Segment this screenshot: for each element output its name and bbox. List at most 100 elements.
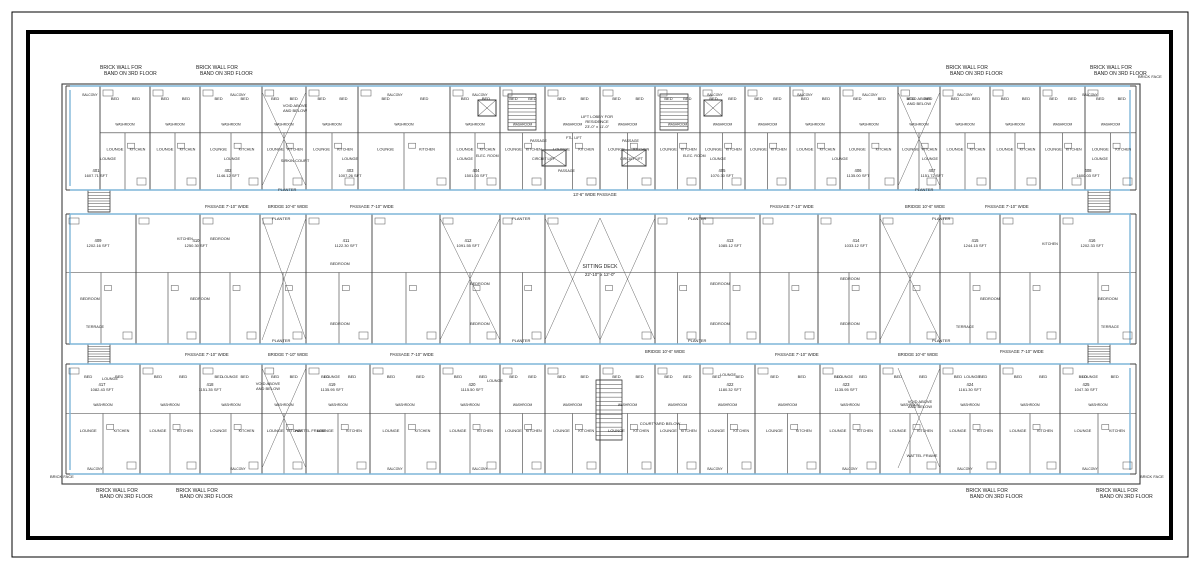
room-label: KITCHEN (1037, 429, 1053, 433)
svg-text:RESIDENCE: RESIDENCE (585, 119, 609, 124)
fixture (686, 461, 697, 470)
fixture (342, 285, 350, 291)
fixture (285, 424, 294, 430)
room-label: WASHROOM (713, 123, 733, 127)
room-label: BED (271, 96, 279, 101)
lift-cross (621, 149, 647, 167)
room-label: BED (683, 374, 691, 379)
svg-text:BRICK WALL FOR: BRICK WALL FOR (100, 65, 142, 71)
svg-text:PLANTER: PLANTER (512, 216, 531, 221)
note-top-left-2: BRICK WALL FOR BAND ON 3RD FLOOR (196, 65, 253, 77)
room-label: LOUNGE (383, 428, 400, 433)
room-label: WASHROOM (165, 123, 185, 127)
room-label: BEDROOM (80, 297, 100, 301)
room-label: WASHROOM (115, 123, 135, 127)
unit-area: 1070.30 SFT (710, 173, 734, 178)
room-label: WASHROOM (93, 403, 113, 407)
room-label: LOUNGE (705, 146, 722, 151)
fixture (547, 89, 559, 97)
room-label: BED (853, 96, 861, 101)
fixture (882, 217, 894, 225)
room-label: BED (951, 96, 959, 101)
room-label: LOUNGE (890, 428, 907, 433)
svg-text:BAND ON 3RD FLOOR: BAND ON 3RD FLOOR (1100, 494, 1153, 500)
fixture (426, 331, 437, 340)
unit-number: 409 (95, 238, 103, 243)
room-labels-layer: BED BED LOUNGE KITCHEN WASHROOM BED BED LOUNGE K… (80, 93, 1132, 471)
svg-text:BRIDGE 7'-10" WIDE: BRIDGE 7'-10" WIDE (268, 352, 308, 357)
unit-number: 417 (99, 382, 107, 387)
fixture (524, 142, 532, 149)
svg-text:PASSAGE: PASSAGE (622, 139, 640, 143)
fixture (292, 177, 303, 186)
fixture (502, 367, 513, 375)
room-label: BEDROOM (710, 282, 730, 286)
room-label: BED (154, 374, 162, 379)
room-label: BED (735, 374, 743, 379)
room-label: BED (770, 374, 778, 379)
fixture (285, 142, 294, 149)
room-label: WASHROOM (718, 403, 738, 407)
unit-area: 1033.12 SFT (844, 243, 868, 248)
room-label: WASHROOM (955, 123, 975, 127)
fixture (822, 367, 834, 375)
room-label: WASHROOM (900, 403, 920, 407)
unit-area: 1135.95 SFT (835, 387, 858, 392)
balcony-label: BALCONY (387, 93, 403, 97)
room-label: BED (1079, 374, 1087, 379)
room-label: WASHROOM (758, 123, 778, 127)
svg-text:PLANTER: PLANTER (272, 338, 291, 343)
room-label: BED (509, 374, 517, 379)
note-bottom-left-2: BRICK WALL FOR BAND ON 3RD FLOOR (176, 488, 233, 500)
fixture (724, 142, 732, 149)
fixture (1064, 142, 1072, 149)
fixture (356, 461, 367, 470)
room-label: LOUNGE (750, 146, 767, 151)
room-label: KITCHEN (239, 147, 255, 151)
note-bottom-right-2: BRICK WALL FOR BAND ON 3RD FLOOR (966, 488, 1023, 500)
room-label: KITCHEN (917, 429, 933, 433)
room-label: KITCHEN (633, 429, 649, 433)
room-label: BED (924, 96, 932, 101)
room-label: BED (348, 374, 356, 379)
lounge-label: LOUNGE (1092, 157, 1109, 161)
lounge-label: LOUNGE (832, 157, 849, 161)
fixture (842, 89, 854, 97)
fixture (531, 461, 542, 470)
room-label: BED (683, 96, 691, 101)
room-label: KITCHEN (287, 429, 303, 433)
room-label: LOUNGE (80, 428, 97, 433)
unit-number: 423 (843, 382, 851, 387)
svg-text:BRICK WALL FOR: BRICK WALL FOR (196, 65, 238, 71)
fixture (472, 424, 481, 430)
room-label: BEDROOM (330, 262, 350, 266)
fixture (142, 367, 154, 375)
fixture (792, 89, 804, 97)
fixture (776, 177, 787, 186)
room-label: BED (834, 374, 842, 379)
fixture (884, 177, 895, 186)
fixture (102, 89, 114, 97)
fixture (679, 285, 687, 291)
room-label: BED (612, 96, 620, 101)
fixture (986, 331, 997, 340)
fixture (486, 461, 497, 470)
room-label: KITCHEN (114, 429, 130, 433)
wall (703, 99, 723, 117)
unit-area: 1600.03 SFT (1076, 173, 1100, 178)
fixture (804, 331, 815, 340)
wall (541, 149, 567, 167)
wall (507, 93, 537, 131)
balcony-label: BALCONY (82, 93, 98, 97)
room-label: WASHROOM (1020, 403, 1040, 407)
fixture (177, 142, 185, 149)
room-label: LOUNGE (608, 428, 625, 433)
room-label: LOUNGE (902, 146, 919, 151)
room-label: BEDROOM (330, 322, 350, 326)
room-label: LOUNGE (849, 146, 866, 151)
fixture (586, 177, 597, 186)
room-label: WASHROOM (563, 403, 583, 407)
room-label: LOUNGE (1010, 428, 1027, 433)
svg-text:FTL. LIFT: FTL. LIFT (566, 136, 583, 140)
unit-number: 405 (719, 168, 727, 173)
